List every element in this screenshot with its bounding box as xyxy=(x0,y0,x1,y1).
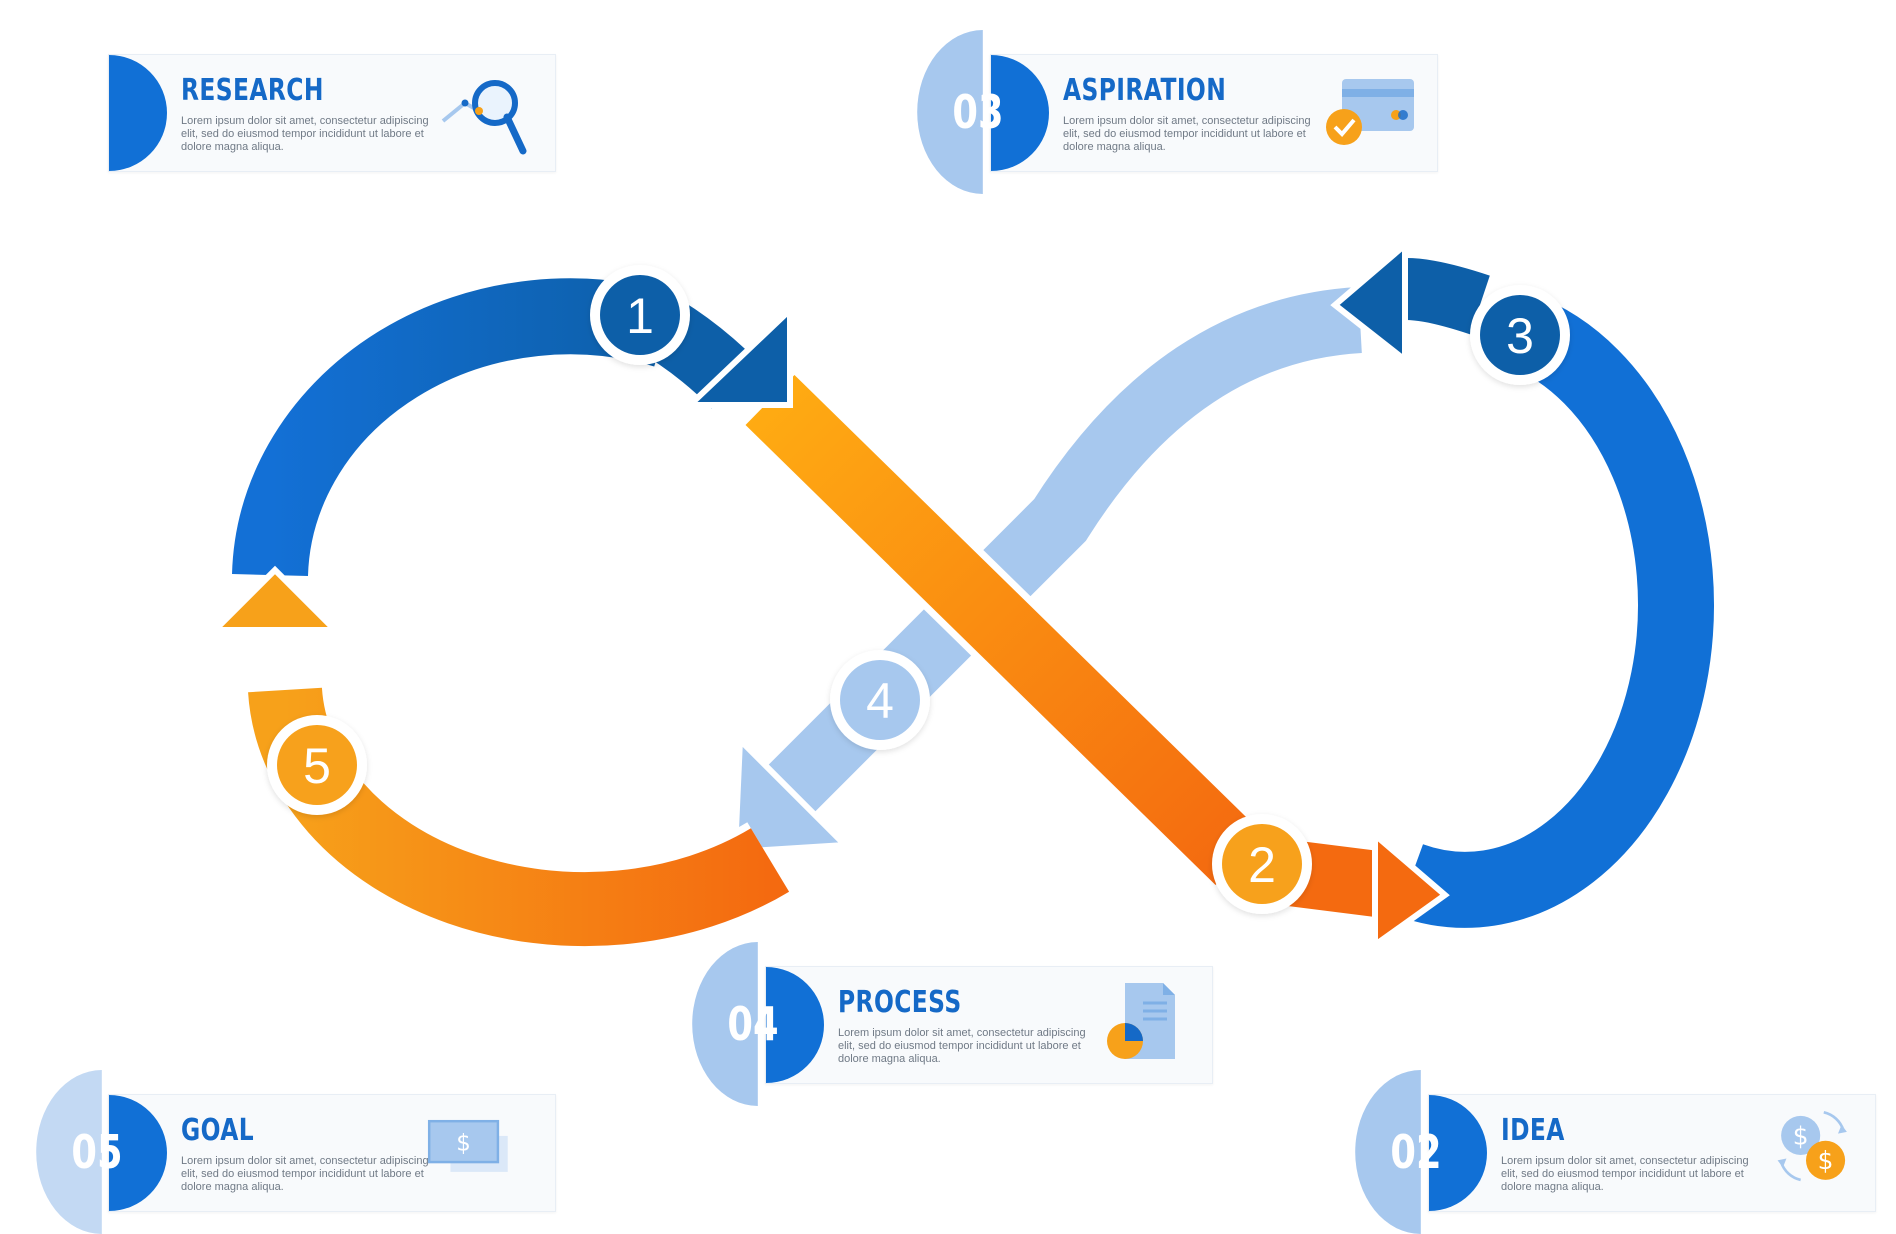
left-loop-blue-arc-fill xyxy=(232,278,676,577)
idea-number: 02 xyxy=(1390,1125,1442,1179)
marker-3-label: 3 xyxy=(1506,308,1534,364)
aspiration-number: 03 xyxy=(952,85,1004,139)
aspiration-text: Lorem ipsum dolor sit amet, consectetur … xyxy=(1063,115,1311,153)
marker-1-label: 1 xyxy=(626,288,654,344)
credit-card-check-icon xyxy=(1326,79,1414,145)
aspiration-title: ASPIRATION xyxy=(1063,73,1227,108)
currency-exchange-icon: $ $ xyxy=(1777,1111,1847,1182)
marker-5: 5 xyxy=(267,715,367,815)
document-pie-icon xyxy=(1107,983,1175,1059)
light-blue-diagonal-band-fill xyxy=(736,287,1363,844)
process-card: PROCESS Lorem ipsum dolor sit amet, cons… xyxy=(765,966,1213,1084)
marker-3: 3 xyxy=(1470,285,1570,385)
goal-title: GOAL xyxy=(181,1113,255,1148)
goal-text: Lorem ipsum dolor sit amet, consectetur … xyxy=(181,1155,429,1193)
idea-text: Lorem ipsum dolor sit amet, consectetur … xyxy=(1501,1155,1749,1193)
dark-blue-arrowhead-1 xyxy=(682,303,793,408)
marker-4-label: 4 xyxy=(866,673,894,729)
left-loop-orange-arc-fill xyxy=(248,687,790,947)
research-card: RESEARCH Lorem ipsum dolor sit amet, con… xyxy=(108,54,556,172)
orange-arrowhead xyxy=(1372,828,1450,951)
svg-text:$: $ xyxy=(1793,1121,1809,1150)
idea-title: IDEA xyxy=(1501,1113,1565,1148)
banknote-icon: $ xyxy=(427,1119,508,1172)
marker-5-label: 5 xyxy=(303,738,331,794)
process-title: PROCESS xyxy=(838,985,962,1020)
research-text: Lorem ipsum dolor sit amet, consectetur … xyxy=(181,115,429,153)
research-title: RESEARCH xyxy=(181,73,324,108)
marker-1: 1 xyxy=(590,265,690,365)
goal-card: GOAL Lorem ipsum dolor sit amet, consect… xyxy=(108,1094,556,1212)
orange-diagonal-band-fill xyxy=(745,374,1265,886)
marker-2: 2 xyxy=(1212,814,1312,914)
light-blue-arrowhead xyxy=(731,733,852,856)
svg-text:$: $ xyxy=(1818,1146,1834,1175)
aspiration-card: ASPIRATION Lorem ipsum dolor sit amet, c… xyxy=(990,54,1438,172)
magnifier-chart-icon xyxy=(441,80,527,155)
marker-4: 4 xyxy=(830,650,930,750)
goal-number: 05 xyxy=(71,1125,123,1179)
process-number: 04 xyxy=(727,997,779,1051)
research-blue-half xyxy=(109,55,167,171)
idea-card: IDEA Lorem ipsum dolor sit amet, consect… xyxy=(1428,1094,1876,1212)
orange-up-arrowhead xyxy=(207,565,343,633)
svg-text:$: $ xyxy=(456,1131,471,1157)
process-text: Lorem ipsum dolor sit amet, consectetur … xyxy=(838,1027,1086,1065)
dark-blue-arrowhead-3 xyxy=(1330,238,1408,367)
right-loop-blue-arc-fill xyxy=(1397,294,1714,928)
marker-2-label: 2 xyxy=(1248,837,1276,893)
